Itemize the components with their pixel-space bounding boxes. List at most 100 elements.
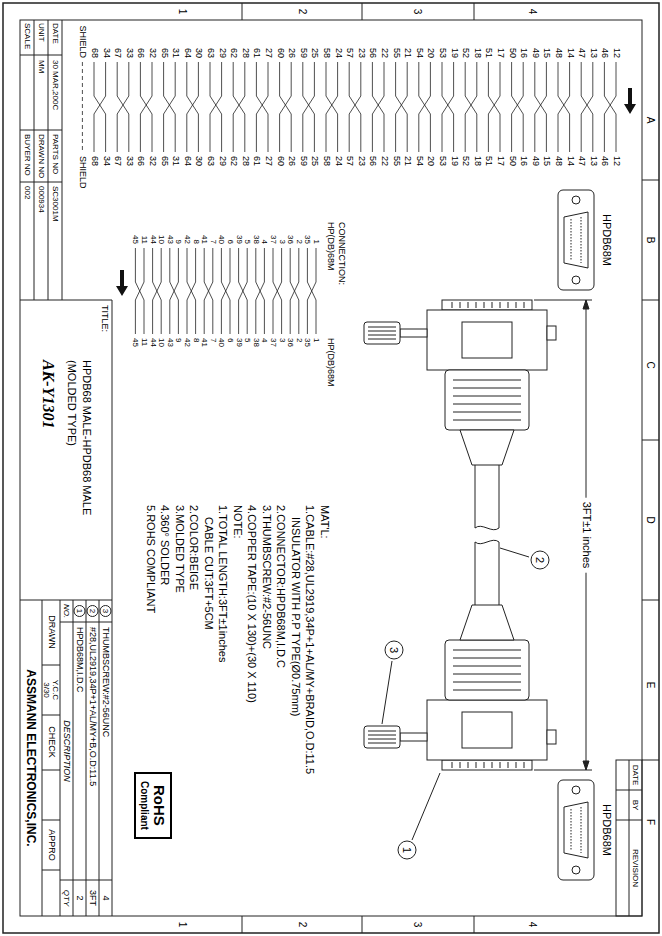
revision-header: REVISION [632,849,640,887]
title-block [20,20,62,300]
pin-number: 68 [90,48,99,58]
callout-circle [385,641,403,659]
pin-number: 20 [426,48,435,58]
callout-number: 1 [397,840,417,860]
pin-number: 2 [295,240,303,244]
wire [221,248,230,334]
title-text: (MOLDED TYPE) [66,360,77,446]
pin-number: 57 [345,48,354,58]
wire [187,248,196,334]
pin-number: 31 [171,156,180,166]
pin-number: 62 [229,48,238,58]
badge-text: Compliant [140,781,151,830]
wire [442,62,454,152]
revision-header: BY [632,800,640,811]
pin-number: 64 [182,48,191,58]
pin-number: 21 [403,156,412,166]
grid-number: 2 [297,9,307,15]
wire [221,248,230,334]
dimension-line [583,300,589,309]
pin-number: 14 [565,48,574,58]
pin-number: 10 [157,235,165,244]
dimension-line [583,761,589,770]
pin-number: 37 [269,338,277,347]
wire [581,62,593,152]
pin-number: 46 [600,48,609,58]
bom-cell: 4 [101,895,110,900]
title-block-cell: UNIT [37,23,45,42]
title-block-cell: 002 [23,186,31,199]
callout-circle [398,841,416,859]
wire [488,62,500,152]
bom-cell: #28,UL2919,34P+1+AL/MY+B,O.D:11.5 [88,627,97,786]
wire [256,248,265,334]
wire [170,248,179,334]
pin-number: 67 [113,48,122,58]
callout-circle [531,551,549,569]
revision-block [616,760,642,916]
connection-header: CONNECTION: [337,222,346,285]
grid-number: 3 [412,9,422,15]
wire [535,62,547,152]
pin-number: 36 [286,235,294,244]
pin-number: 4 [260,240,268,244]
pin-number: 15 [542,156,551,166]
wire [303,62,315,152]
wire [290,248,299,334]
pin-number: 48 [554,48,563,58]
title-block [74,606,85,617]
connection-header: HP(DB)68M [326,222,335,271]
pin-number: 29 [217,48,226,58]
pin-number: 42 [183,235,191,244]
wire [419,62,431,152]
pin-number: 1 [312,240,320,244]
title-block [20,20,112,916]
wire [349,62,361,152]
title-block [42,665,60,870]
pin-number: 59 [298,156,307,166]
wire [273,248,282,334]
title-block [60,622,112,880]
title-block-cell: DRAWN NO [37,134,45,178]
pin-number: 27 [264,156,273,166]
wire [512,62,524,152]
pin-number: 41 [200,338,208,347]
connector-plug [364,300,556,530]
pin-number: 13 [588,48,597,58]
pin-number: 68 [90,156,99,166]
wire [239,248,248,334]
leader-line [382,548,529,840]
pin-number: 38 [252,338,260,347]
pin-number: 61 [252,48,261,58]
title-block-cell: MM [37,60,45,73]
badge-text: RoHS [151,781,168,830]
pin-number: 41 [200,235,208,244]
pin-number: 45 [131,338,139,347]
leader-line [412,773,440,840]
pin-number: 63 [206,48,215,58]
pin-number: 60 [275,48,284,58]
pin-number: 55 [391,156,400,166]
wire [170,248,179,334]
dimension-line [534,300,592,770]
pin-number: 12 [612,156,621,166]
pin-number: 34 [101,156,110,166]
pin-number: 6 [226,240,234,244]
revision-block [616,760,642,916]
pin-number: 35 [303,338,311,347]
pin-number: 40 [217,338,225,347]
pin-number: 29 [217,156,226,166]
grid-number: 4 [527,9,537,15]
dimension-text: 3FT±1 inches [580,498,593,573]
wire [326,62,338,152]
pin-number: 1 [312,338,320,342]
pin-number: 11 [140,236,148,244]
title-block-cell: 30 MAR,200C [51,60,59,110]
pin-number: 24 [333,48,342,58]
pin-number: 17 [496,48,505,58]
wire [419,62,431,152]
pin-number: 44 [149,235,157,244]
wire [303,62,315,152]
title-block [20,20,112,916]
